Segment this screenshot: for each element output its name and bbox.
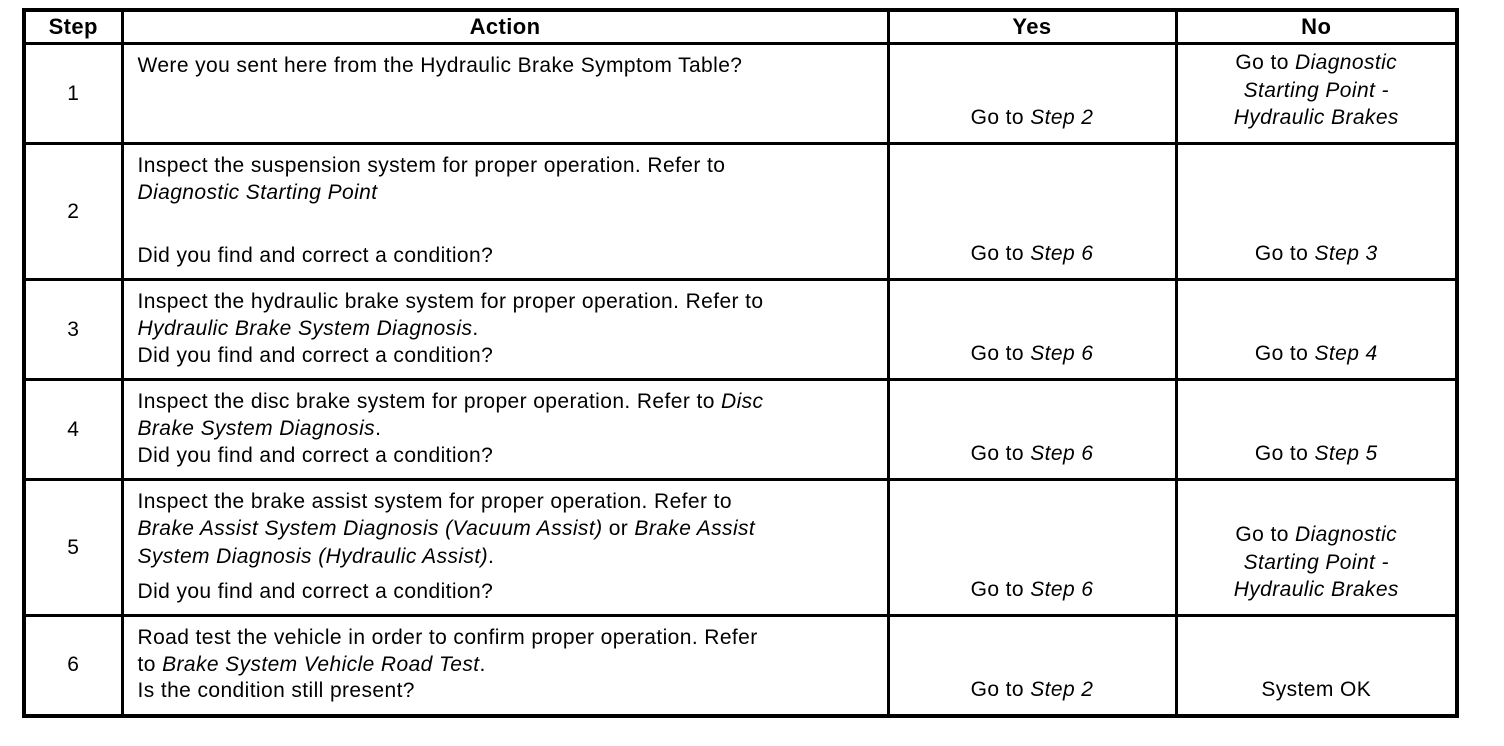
question-text: Did you find and correct a condition?: [137, 443, 494, 467]
action-text: Inspect the brake assist system for prop…: [137, 490, 756, 568]
question-text: Did you find and correct a condition?: [137, 579, 494, 603]
table-row-step-3: 3 Inspect the hydraulic brake system for…: [22, 278, 1459, 382]
no-cell: Go to Step 5: [1174, 378, 1459, 482]
header-no: No: [1174, 8, 1459, 45]
no-cell: Go to Diagnostic Starting Point - Hydrau…: [1174, 41, 1459, 146]
table-row-step-4: 4 Inspect the disc brake system for prop…: [22, 378, 1459, 482]
no-cell: Go to Diagnostic Starting Point - Hydrau…: [1174, 478, 1459, 618]
action-text: Inspect the hydraulic brake system for p…: [137, 290, 764, 341]
question-text: Did you find and correct a condition?: [137, 343, 494, 367]
action-text: Inspect the suspension system for proper…: [137, 154, 726, 205]
header-step: Step: [22, 8, 124, 45]
step-number: 2: [22, 142, 124, 282]
action-cell: Inspect the suspension system for proper…: [120, 142, 890, 282]
yes-cell: Go to Step 6: [886, 378, 1178, 482]
action-text: Road test the vehicle in order to confir…: [137, 626, 758, 677]
action-cell: Inspect the brake assist system for prop…: [120, 478, 890, 618]
action-cell: Inspect the disc brake system for proper…: [120, 378, 890, 482]
yes-cell: Go to Step 6: [886, 278, 1178, 382]
question-text: Did you find and correct a condition?: [137, 243, 494, 267]
action-cell: Inspect the hydraulic brake system for p…: [120, 278, 890, 382]
yes-cell: Go to Step 6: [886, 142, 1178, 282]
step-number: 1: [22, 41, 124, 146]
yes-cell: Go to Step 2: [886, 614, 1178, 718]
yes-cell: Go to Step 6: [886, 478, 1178, 618]
step-number: 3: [22, 278, 124, 382]
table-row-step-6: 6 Road test the vehicle in order to conf…: [22, 614, 1459, 718]
yes-cell: Go to Step 2: [886, 41, 1178, 146]
diagnostic-table: Step Action Yes No 1 Were you sent here …: [22, 8, 1459, 718]
action-cell: Were you sent here from the Hydraulic Br…: [120, 41, 890, 146]
table-row-step-2: 2 Inspect the suspension system for prop…: [22, 142, 1459, 282]
no-cell: Go to Step 3: [1174, 142, 1459, 282]
no-cell: Go to Step 4: [1174, 278, 1459, 382]
no-cell: System OK: [1174, 614, 1459, 718]
action-cell: Road test the vehicle in order to confir…: [120, 614, 890, 718]
step-number: 6: [22, 614, 124, 718]
action-text: Inspect the disc brake system for proper…: [137, 390, 764, 441]
header-action: Action: [120, 8, 890, 45]
action-text: Were you sent here from the Hydraulic Br…: [137, 54, 743, 77]
step-number: 5: [22, 478, 124, 618]
step-number: 4: [22, 378, 124, 482]
header-row: Step Action Yes No: [22, 8, 1459, 45]
table-row-step-5: 5 Inspect the brake assist system for pr…: [22, 478, 1459, 618]
question-text: Is the condition still present?: [137, 679, 415, 703]
table-row-step-1: 1 Were you sent here from the Hydraulic …: [22, 41, 1459, 146]
header-yes: Yes: [886, 8, 1178, 45]
